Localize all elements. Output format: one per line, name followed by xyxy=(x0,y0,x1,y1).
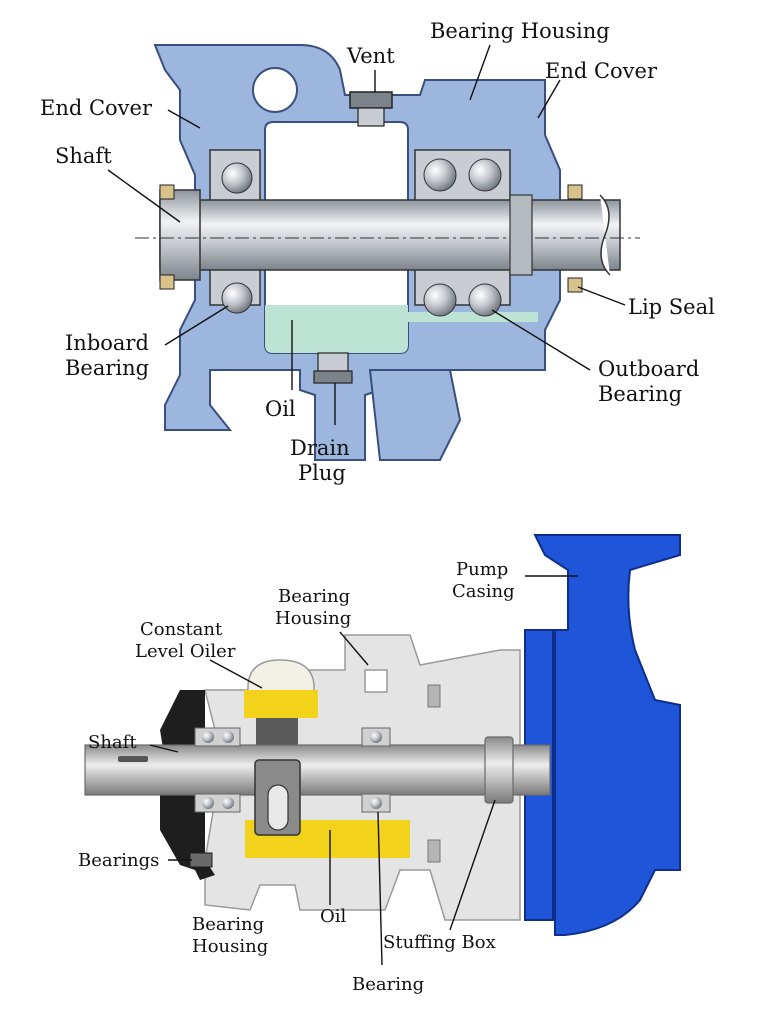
leader-bearing-housing-top xyxy=(339,631,369,666)
shaft-body xyxy=(159,199,621,271)
label-oil: Oil xyxy=(265,397,296,421)
inboard-ball-lower xyxy=(221,282,253,314)
flange-bolt-2 xyxy=(427,839,441,863)
label-bearing-housing-bot-line2: Housing xyxy=(192,936,268,957)
bearing-housing-window xyxy=(364,669,388,693)
label-inboard-bearing-line1: Inboard xyxy=(65,331,149,355)
top-diagram: Vent Bearing Housing End Cover End Cover… xyxy=(40,19,715,485)
label-drain-plug-line2: Plug xyxy=(298,461,346,485)
flange-bolt-1 xyxy=(427,684,441,708)
leader-stuffing-box xyxy=(449,799,496,931)
lip-seal-right-upper xyxy=(567,184,583,200)
leader-outboard-bearing xyxy=(491,309,591,371)
shaft-break xyxy=(599,194,611,276)
label-outboard-bearing-line2: Bearing xyxy=(598,382,682,406)
lip-seal-right-lower xyxy=(567,277,583,293)
label-lip-seal: Lip Seal xyxy=(628,295,715,319)
label-end-cover-left: End Cover xyxy=(40,96,153,120)
inboard-ball-upper xyxy=(221,162,253,194)
leader-end-cover-right xyxy=(537,79,561,119)
leader-bearing xyxy=(377,811,383,966)
leader-inboard-bearing xyxy=(164,305,229,346)
oil-film-right xyxy=(408,312,538,322)
label-constant-level-oiler-line2: Level Oiler xyxy=(135,641,236,662)
label-shaft: Shaft xyxy=(55,144,112,168)
outboard-ball-lower-2 xyxy=(468,283,502,317)
leader-shaft-bottom xyxy=(149,744,179,753)
label-bearing-housing-bot-line1: Bearing xyxy=(192,914,264,935)
label-shaft-bottom: Shaft xyxy=(88,732,137,753)
shaft-end xyxy=(159,189,201,281)
bearing-ball-6 xyxy=(370,797,382,809)
leader-end-cover-left xyxy=(167,109,201,129)
lip-seal-left-upper xyxy=(159,184,175,200)
label-end-cover-right: End Cover xyxy=(545,59,658,83)
label-stuffing-box: Stuffing Box xyxy=(383,932,496,953)
bearing-ball-2 xyxy=(222,731,234,743)
outboard-ball-upper-1 xyxy=(423,158,457,192)
shaft-keyway xyxy=(118,756,148,762)
lip-seal-left-lower xyxy=(159,274,175,290)
label-bearing-housing-top-line1: Bearing xyxy=(278,586,350,607)
stuffing-box-collar xyxy=(484,736,514,804)
label-bearing-housing-top-line2: Housing xyxy=(275,608,351,629)
outboard-ball-upper-2 xyxy=(468,158,502,192)
leader-shaft xyxy=(107,169,181,223)
bearing-ball-1 xyxy=(202,731,214,743)
label-drain-plug-line1: Drain xyxy=(290,436,350,460)
bearings-drain-plug xyxy=(189,852,213,868)
vent-stem xyxy=(357,107,385,127)
drain-plug-body xyxy=(317,352,349,372)
label-pump-casing-line2: Casing xyxy=(452,581,515,602)
label-bearings: Bearings xyxy=(78,850,159,871)
shaft-body-bottom xyxy=(84,744,551,796)
oil-level xyxy=(265,305,408,353)
label-pump-casing-line1: Pump xyxy=(456,559,508,580)
drain-plug-head xyxy=(313,370,353,384)
label-vent: Vent xyxy=(346,44,395,68)
leader-bearing-housing xyxy=(469,44,491,101)
bottom-diagram: Pump Casing Bearing Housing Constant Lev… xyxy=(78,534,681,995)
locknut xyxy=(509,194,533,276)
outboard-ball-lower-1 xyxy=(423,283,457,317)
bearing-ball-4 xyxy=(222,797,234,809)
housing-lug xyxy=(368,369,462,461)
pump-casing xyxy=(533,534,681,936)
oiler-oil xyxy=(244,690,318,718)
bearing-ball-3 xyxy=(202,797,214,809)
label-inboard-bearing-line2: Bearing xyxy=(65,356,149,380)
leader-constant-level-oiler xyxy=(209,659,263,689)
label-bearing: Bearing xyxy=(352,974,424,995)
label-constant-level-oiler-line1: Constant xyxy=(140,619,223,640)
bearing-ball-5 xyxy=(370,731,382,743)
label-bearing-housing: Bearing Housing xyxy=(430,19,610,43)
oil-ring-slot xyxy=(267,784,289,831)
label-oil-bottom: Oil xyxy=(320,906,347,927)
leader-lip-seal xyxy=(577,286,626,306)
label-outboard-bearing-line1: Outboard xyxy=(598,357,699,381)
housing-hole xyxy=(252,67,298,113)
vent-plug xyxy=(349,91,393,109)
